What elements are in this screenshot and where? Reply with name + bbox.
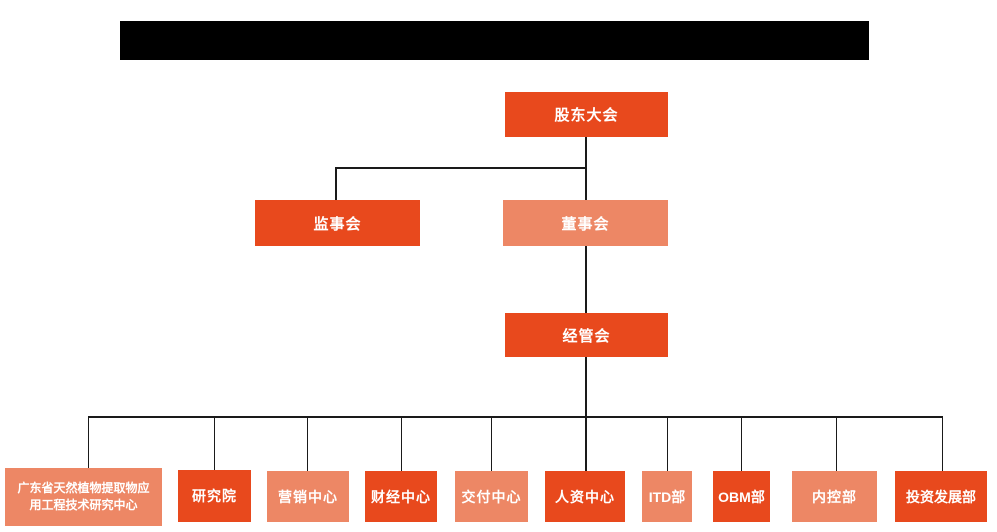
org-node-management-committee: 经管会 xyxy=(505,313,668,357)
connector-root-to-board xyxy=(585,137,587,200)
org-node-internal-control: 内控部 xyxy=(792,471,877,522)
org-node-hr-center: 人资中心 xyxy=(545,471,625,522)
connector-board-to-management xyxy=(585,246,587,313)
connector-drop-internal-control xyxy=(835,416,837,471)
connector-bus-horizontal xyxy=(88,416,943,418)
connector-drop-finance-center xyxy=(400,416,402,471)
connector-drop-research-center xyxy=(87,416,89,468)
connector-management-to-bus xyxy=(585,357,587,471)
org-node-delivery-center: 交付中心 xyxy=(455,471,528,522)
connector-drop-investment-development xyxy=(941,416,943,471)
org-node-research-center: 广东省天然植物提取物应用工程技术研究中心 xyxy=(5,468,162,526)
org-node-investment-development: 投资发展部 xyxy=(895,471,987,522)
connector-branch-horizontal xyxy=(335,167,587,169)
org-node-itd-department: ITD部 xyxy=(642,471,692,522)
org-node-research-institute: 研究院 xyxy=(178,470,251,522)
connector-drop-delivery-center xyxy=(490,416,492,471)
org-node-board-of-directors: 董事会 xyxy=(503,200,668,246)
org-node-marketing-center: 营销中心 xyxy=(267,471,349,522)
org-node-finance-center: 财经中心 xyxy=(365,471,437,522)
redacted-title-bar xyxy=(120,21,869,60)
connector-drop-itd-department xyxy=(666,416,668,471)
connector-to-supervisory xyxy=(335,167,337,201)
org-node-shareholders-meeting: 股东大会 xyxy=(505,92,668,137)
connector-drop-research-institute xyxy=(213,416,215,471)
org-node-obm-department: OBM部 xyxy=(713,471,770,522)
connector-drop-marketing-center xyxy=(306,416,308,471)
connector-drop-obm-department xyxy=(740,416,742,471)
org-node-supervisory-board: 监事会 xyxy=(255,200,420,246)
